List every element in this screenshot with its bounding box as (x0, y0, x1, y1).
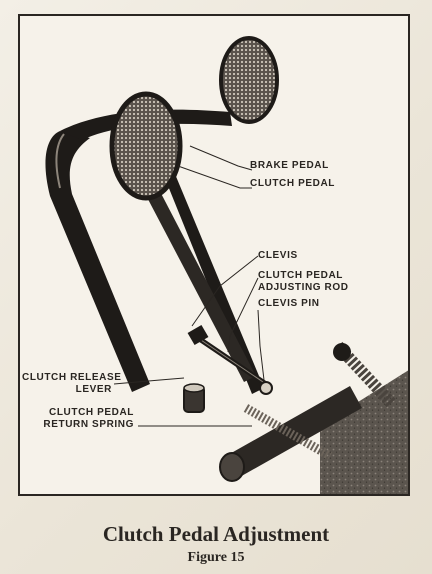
return-spring (243, 404, 333, 460)
brake-pedal-shank (160, 162, 264, 394)
figure-caption-number: Figure 15 (187, 550, 245, 565)
label-clutch-pedal: CLUTCH PEDAL (250, 178, 335, 189)
floor-block (320, 370, 408, 494)
clevis (187, 324, 209, 346)
label-return-spring-line-2: RETURN SPRING (43, 419, 134, 430)
figure-caption-title: Clutch Pedal Adjustment (102, 522, 330, 546)
label-release-lever-line-2: LEVER (75, 384, 112, 395)
label-return-spring-line-1: CLUTCH PEDAL (49, 407, 134, 418)
bracket-spring (333, 341, 397, 409)
label-clevis-pin: CLEVIS PIN (258, 298, 320, 309)
pedal-illustration (45, 36, 408, 494)
label-brake-pedal: BRAKE PEDAL (250, 160, 329, 171)
label-clevis: CLEVIS (258, 250, 298, 261)
clevis-pin (259, 381, 273, 395)
brake-pedal-pad (219, 36, 279, 124)
label-adjusting-rod-line-2: ADJUSTING ROD (258, 282, 349, 293)
clutch-pedal-arm (45, 131, 150, 392)
figure-frame (18, 14, 410, 496)
clutch-pedal-pad (109, 91, 183, 201)
label-adjusting-rod-line-1: CLUTCH PEDAL (258, 270, 343, 281)
label-release-lever-line-1: CLUTCH RELEASE (22, 372, 122, 383)
